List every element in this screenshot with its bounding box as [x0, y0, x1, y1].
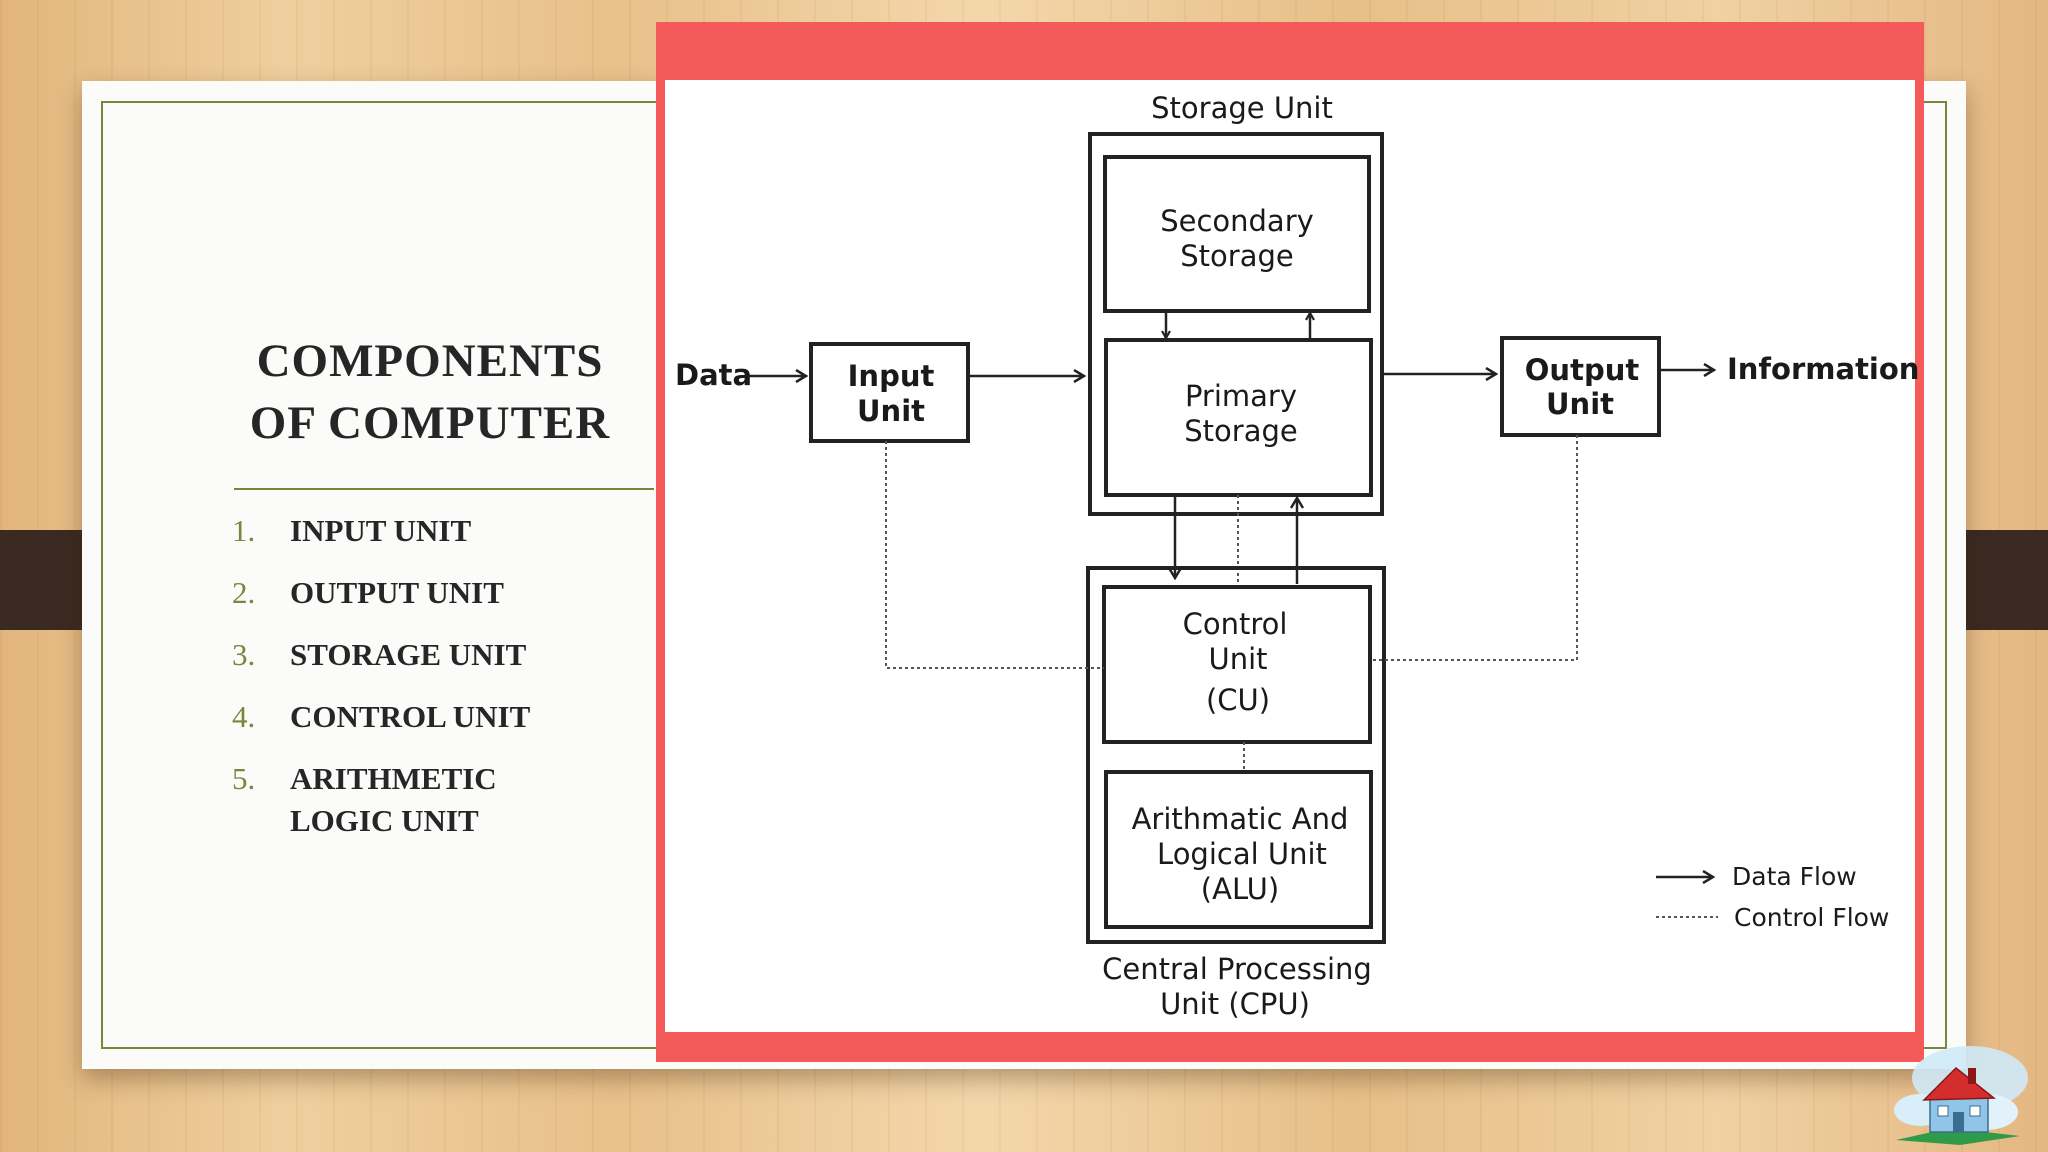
- legend-data-flow-label: Data Flow: [1732, 862, 1857, 891]
- input-unit-box: [809, 342, 970, 443]
- cpu-label-2: Unit (CPU): [1160, 987, 1310, 1021]
- alu-label-3: (ALU): [1201, 872, 1279, 906]
- control-unit-box: [1102, 585, 1372, 744]
- title-line-2: OF COMPUTER: [249, 397, 611, 449]
- control-unit-label-3: (CU): [1206, 683, 1270, 717]
- secondary-storage-label-2: Storage: [1180, 239, 1293, 273]
- list-item: 1. INPUT UNIT: [232, 510, 590, 552]
- output-unit-label-1: Output: [1525, 353, 1640, 387]
- primary-storage-label-2: Storage: [1184, 414, 1297, 448]
- list-number: 3.: [232, 637, 256, 672]
- list-number: 2.: [232, 575, 256, 610]
- storage-unit-box: [1088, 132, 1384, 516]
- list-number: 5.: [232, 761, 256, 796]
- list-number: 4.: [232, 699, 256, 734]
- slide-title: COMPONENTS OF COMPUTER: [225, 330, 635, 454]
- diagram-frame: [656, 22, 1924, 1062]
- data-label: Data: [675, 358, 752, 392]
- control-unit-label-1: Control: [1183, 607, 1288, 641]
- legend-control-flow-label: Control Flow: [1734, 903, 1889, 932]
- list-text: STORAGE UNIT: [290, 637, 527, 672]
- input-control-flow-line: [885, 441, 1104, 669]
- secondary-storage-box: [1103, 155, 1371, 313]
- input-unit-label-1: Input: [848, 359, 935, 393]
- alu-label-2: Logical Unit: [1157, 837, 1327, 871]
- alu-label-1: Arithmatic And: [1132, 802, 1349, 836]
- title-line-1: COMPONENTS: [256, 335, 604, 387]
- output-unit-label-2: Unit: [1546, 387, 1614, 421]
- cpu-label-1: Central Processing: [1102, 952, 1372, 986]
- cpu-box: [1086, 566, 1386, 944]
- list-item: 5. ARITHMETIC LOGIC UNIT: [232, 758, 590, 842]
- list-text: CONTROL UNIT: [290, 699, 531, 734]
- house-icon[interactable]: [1890, 1040, 2030, 1145]
- secondary-storage-label-1: Secondary: [1160, 204, 1314, 238]
- primary-storage-label-1: Primary: [1185, 379, 1297, 413]
- output-control-flow-line: [1370, 435, 1578, 661]
- list-item: 3. STORAGE UNIT: [232, 634, 590, 676]
- components-list: 1. INPUT UNIT 2. OUTPUT UNIT 3. STORAGE UNI…: [232, 510, 590, 862]
- input-unit-label-2: Unit: [857, 394, 925, 428]
- control-unit-label-2: Unit: [1208, 642, 1267, 676]
- storage-unit-label: Storage Unit: [1151, 91, 1333, 125]
- information-label: Information: [1727, 352, 1919, 386]
- list-text: OUTPUT UNIT: [290, 575, 504, 610]
- alu-box: [1104, 770, 1373, 929]
- list-number: 1.: [232, 513, 256, 548]
- list-item: 4. CONTROL UNIT: [232, 696, 590, 738]
- list-item: 2. OUTPUT UNIT: [232, 572, 590, 614]
- list-text: ARITHMETIC LOGIC UNIT: [290, 761, 497, 838]
- output-unit-box: [1500, 336, 1661, 437]
- title-divider: [234, 488, 654, 490]
- list-text: INPUT UNIT: [290, 513, 472, 548]
